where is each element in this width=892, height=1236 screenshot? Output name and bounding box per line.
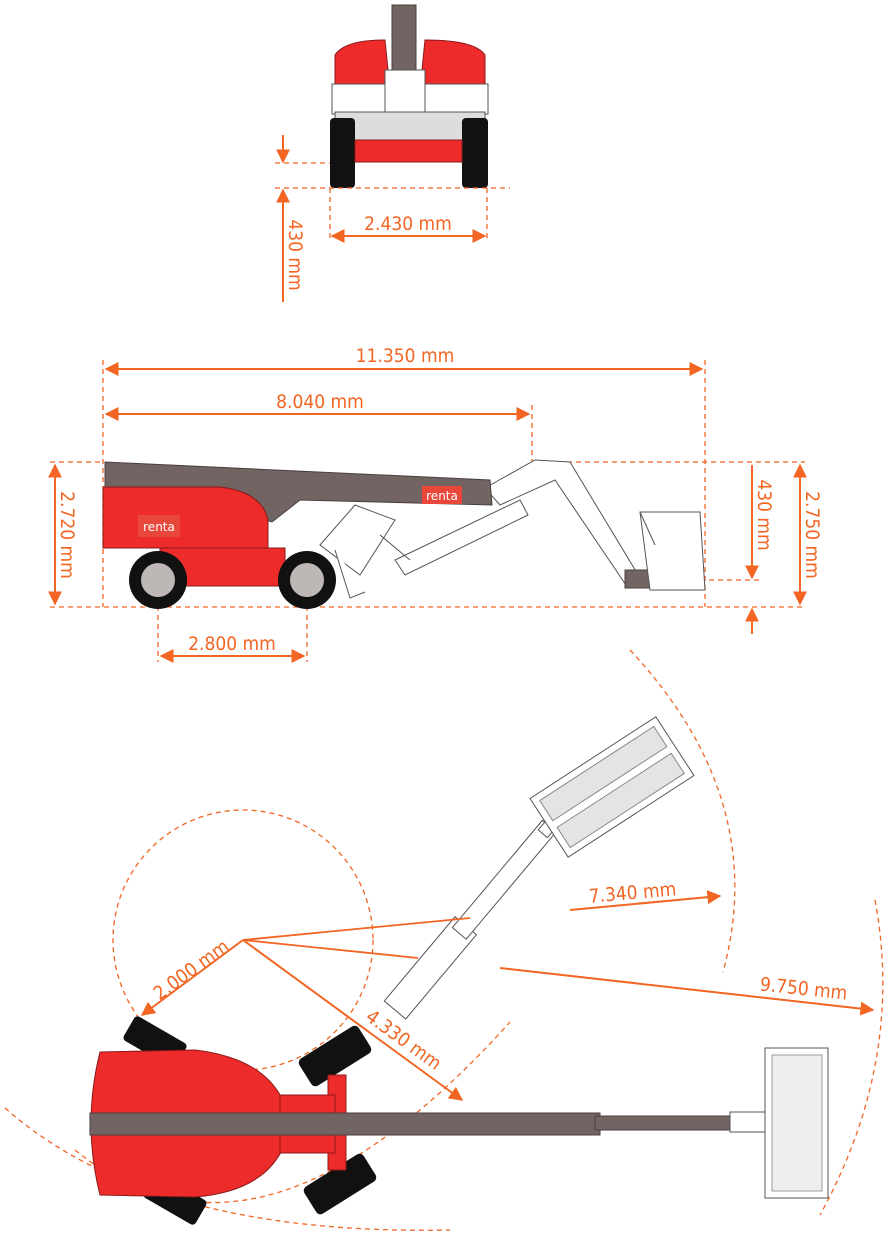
max-reach-label: 9.750 mm (759, 974, 848, 1005)
body-logo-text: renta (143, 520, 175, 534)
jib-reach-arc (629, 649, 736, 973)
front-machine-drawing (330, 4, 489, 188)
wheelbase-label: 2.800 mm (188, 633, 276, 655)
tail-swing-arrow (140, 939, 244, 1016)
floor-clearance-label: 430 mm (753, 479, 775, 550)
top-view: 2.000 mm 4.330 mm 7.340 mm 9.750 mm (4, 649, 884, 1231)
platform-height-label: 2.750 mm (801, 491, 823, 579)
body-logo-badge (138, 515, 180, 537)
stowed-height-label: 2.720 mm (56, 491, 78, 579)
turning-radius-arrow (242, 939, 464, 1101)
side-machine-drawing: renta renta (102, 459, 706, 609)
overall-length-label: 11.350 mm (356, 345, 455, 367)
tail-swing-circle (112, 809, 374, 1071)
ground-clearance-label: 430 mm (284, 219, 306, 290)
max-reach-arrow (499, 967, 875, 1016)
transport-length-label: 8.040 mm (276, 391, 364, 413)
top-machine-drawing (89, 716, 829, 1225)
track-width-label: 2.430 mm (364, 213, 452, 235)
boom-logo-badge (422, 486, 462, 504)
tail-swing-label: 2.000 mm (150, 935, 234, 1004)
front-view: 2.430 mm 430 mm (275, 4, 510, 302)
max-reach-arc (819, 899, 884, 1216)
side-view: renta renta 11.350 mm 8.040 mm 2.720 mm … (48, 345, 823, 663)
boom-logo-text: renta (426, 489, 458, 503)
jib-reach-label: 7.340 mm (588, 878, 677, 908)
jib-reach-arrow (569, 890, 722, 911)
boom (89, 1112, 601, 1136)
